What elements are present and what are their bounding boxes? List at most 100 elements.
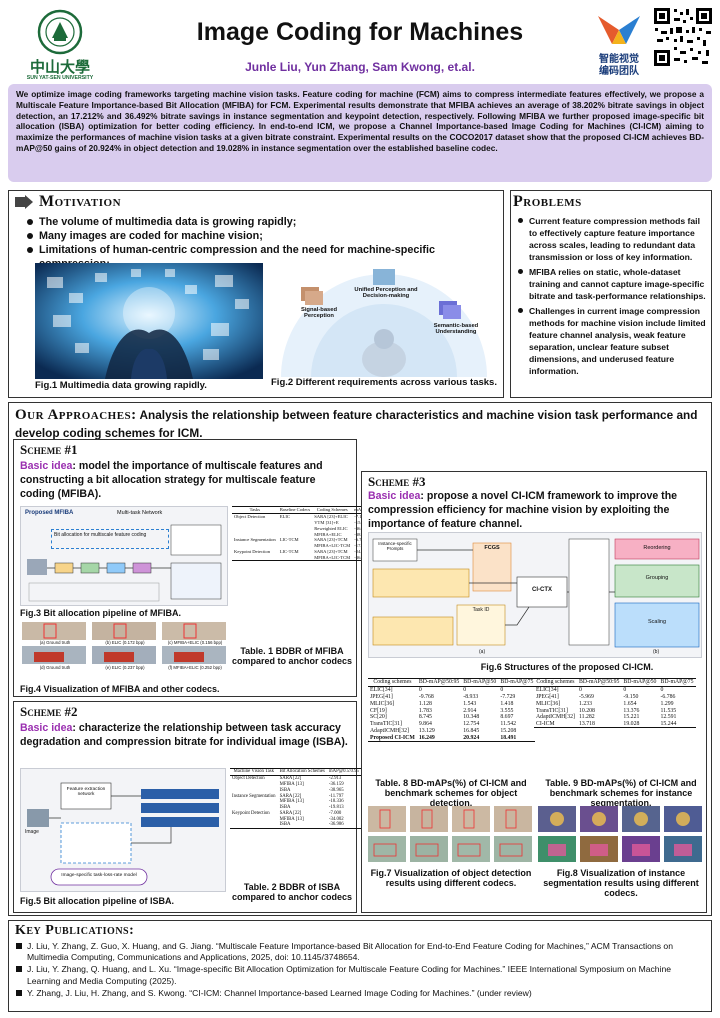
table-cell: 20.924 bbox=[461, 734, 499, 743]
university-logo: 中山大學 SUN YAT-SEN UNIVERSITY bbox=[10, 8, 110, 86]
table-row: ISBA-36.986 bbox=[230, 822, 361, 829]
table-cell: 13.129 bbox=[418, 727, 435, 734]
table-cell: -7.729 bbox=[500, 693, 516, 700]
approaches-header: Our Approaches: Analysis the relationshi… bbox=[15, 406, 705, 441]
table-cell: 12.591 bbox=[660, 714, 677, 721]
poster-authors: Junle Liu, Yun Zhang, Sam Kwong, et.al. bbox=[245, 60, 475, 74]
table-cell: 1.543 bbox=[463, 700, 477, 707]
table-cell: SARA [22] bbox=[279, 776, 302, 782]
fig2-requirements-diagram: Signal-based Perception Unified Percepti… bbox=[271, 259, 497, 377]
table-cell: -2.913 bbox=[328, 776, 342, 782]
table-header-cell: BD-mAP@50 bbox=[621, 678, 659, 687]
fig4-caption: Fig.4 Visualization of MFIBA and other c… bbox=[20, 684, 220, 694]
problem-item: Challenges in current image compression … bbox=[517, 305, 709, 377]
scheme2-title: Scheme #2 bbox=[20, 704, 78, 719]
fig2-label-unified: Unified Perception and Decision-making bbox=[354, 287, 418, 299]
table-cell: CF[19] bbox=[370, 707, 387, 714]
fig3-mfiba-pipeline: Proposed MFIBA Multi-task Network Bit al… bbox=[20, 506, 228, 606]
scheme2-panel: Scheme #2 Basic idea: characterize the r… bbox=[13, 701, 361, 913]
problems-title: Problems bbox=[513, 193, 582, 210]
table-cell: SC[20] bbox=[370, 714, 387, 721]
table-cell: -38.965 bbox=[328, 787, 344, 793]
table-cell: MFIBA+ELIC bbox=[314, 531, 342, 537]
fig7-caption: Fig.7 Visualization of object detection … bbox=[370, 868, 532, 888]
fig6-label-fcgs: FCGS bbox=[484, 545, 500, 551]
scheme3-basic-text: : propose a novel CI-ICM framework to im… bbox=[368, 490, 678, 530]
logo-left-en: SUN YAT-SEN UNIVERSITY bbox=[26, 75, 94, 81]
table-row: MFIBA [13]-18.336 bbox=[230, 799, 361, 805]
fig4-visualization: (a) Ground truth (b) ELIC (0.172 bpp) (c… bbox=[20, 622, 228, 682]
table-row: JPEG[41]-9.768-8.933-7.729 bbox=[368, 694, 535, 701]
table-header-cell: BD-mAP@50 bbox=[461, 678, 499, 687]
table8-caption: Table. 8 BD-mAPs(%) of CI-ICM and benchm… bbox=[375, 778, 527, 808]
table-cell: 16.249 bbox=[416, 734, 462, 743]
logo-right-cn-1: 智能视觉 bbox=[599, 54, 639, 65]
problems-section: Problems Current feature compression met… bbox=[510, 190, 712, 398]
table-cell: -36.159 bbox=[328, 781, 344, 787]
table-cell: 2.914 bbox=[463, 707, 477, 714]
fig3-label-task: Multi-task Network bbox=[117, 510, 163, 516]
table-cell: 10.348 bbox=[463, 714, 480, 721]
fig6-label-prompts: Instance-specific Prompts bbox=[378, 541, 412, 551]
table-cell bbox=[230, 822, 278, 829]
scheme1-title: Scheme #1 bbox=[20, 442, 78, 457]
table-cell: MLIC[36] bbox=[370, 700, 395, 707]
fig3-label-bit-alloc: Bit allocation for multiscale feature co… bbox=[51, 529, 169, 549]
fig4-sub-b: (b) ELIC (0.172 bpp) bbox=[105, 640, 145, 645]
fig5-label-extract: Feature extraction network bbox=[66, 787, 106, 797]
table-cell: Reweighted ELIC bbox=[314, 525, 348, 531]
fig6-sub-a: (a) bbox=[479, 649, 486, 655]
table-cell: SARA [23]+ELIC bbox=[314, 514, 348, 520]
table-cell: 16.845 bbox=[463, 727, 480, 734]
fig5-caption: Fig.5 Bit allocation pipeline of ISBA. bbox=[20, 896, 175, 906]
table-cell: 11.542 bbox=[500, 721, 517, 728]
scheme3-title: Scheme #3 bbox=[368, 474, 426, 489]
table-cell bbox=[277, 554, 313, 562]
table-cell: Object Detection bbox=[232, 776, 265, 782]
table-cell: CI-ICM bbox=[534, 720, 577, 729]
fig8-segmentation-visuals bbox=[538, 806, 702, 864]
qr-code[interactable] bbox=[652, 6, 714, 68]
table-cell: -6.786 bbox=[660, 693, 676, 700]
fig8-caption: Fig.8 Visualization of instance segmenta… bbox=[543, 868, 699, 898]
table-cell: LIC-TCM bbox=[279, 537, 299, 543]
fig3-caption: Fig.3 Bit allocation pipeline of MFIBA. bbox=[20, 608, 182, 618]
table-row: MFIBA [13]-34.002 bbox=[230, 816, 361, 822]
table9-caption: Table. 9 BD-mAPs(%) of CI-ICM and benchm… bbox=[545, 778, 697, 808]
publication-item: J. Liu, Y. Zhang, Q. Huang, and L. Xu. “… bbox=[15, 964, 705, 986]
table-cell: -11.797 bbox=[328, 793, 344, 799]
table-header-cell: BD-mAP@50:95 bbox=[416, 678, 462, 687]
table-cell: -6.798 bbox=[352, 537, 385, 543]
scheme2-basic-label: Basic idea bbox=[20, 722, 73, 734]
fig3-label-proposed: Proposed MFIBA bbox=[25, 510, 74, 516]
table-cell: 15.208 bbox=[500, 727, 517, 734]
table-cell: Instance Segmentation bbox=[232, 793, 276, 799]
table-row: JPEG[41]-5.969-9.150-6.786 bbox=[534, 694, 696, 701]
motivation-section: Motivation The volume of multimedia data… bbox=[8, 190, 504, 398]
table-header-cell: Machine Vision Task bbox=[230, 768, 278, 776]
fig4-sub-a: (a) Ground truth bbox=[39, 640, 71, 645]
fig6-sub-b: (b) bbox=[653, 649, 660, 655]
fig6-label-task-id: Task ID bbox=[472, 607, 490, 613]
key-publications-section: Key Publications: J. Liu, Y. Zhang, Z. G… bbox=[8, 920, 712, 1012]
fig4-sub-e: (e) ELIC (0.237 bpp) bbox=[105, 665, 145, 670]
table-cell: 1.418 bbox=[500, 700, 514, 707]
table-cell: Proposed CI-ICM bbox=[368, 734, 417, 743]
table-cell: 13.718 bbox=[576, 720, 622, 729]
section-arrow-icon bbox=[15, 195, 33, 209]
table-cell: -9.768 bbox=[418, 693, 434, 700]
table-cell: MLIC[36] bbox=[536, 700, 561, 707]
fig6-ci-icm-structure: Instance-specific Prompts FCGS Task ID C… bbox=[368, 532, 702, 658]
table-row: ISBA-38.965 bbox=[230, 787, 361, 793]
table-header-cell: BD-mAP@75 bbox=[498, 678, 536, 687]
table-cell: MFIBA+LIC-TCM bbox=[314, 543, 351, 549]
table-cell: 11.282 bbox=[578, 714, 595, 721]
fig4-sub-d: (d) Ground truth bbox=[39, 665, 71, 670]
